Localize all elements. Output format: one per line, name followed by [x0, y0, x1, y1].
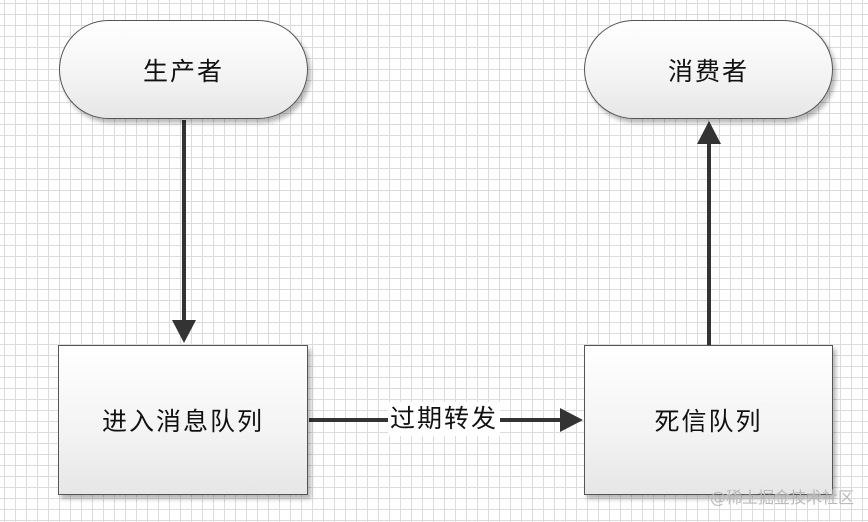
expire-forward-label: 过期转发 — [388, 402, 501, 436]
message-queue-node: 进入消息队列 — [58, 345, 308, 495]
arrow-head-up — [697, 121, 721, 144]
message-queue-label: 进入消息队列 — [101, 407, 264, 436]
consumer-label: 消费者 — [667, 56, 749, 86]
watermark: @稀土掘金技术社区 — [709, 488, 854, 507]
producer-node: 生产者 — [59, 20, 308, 119]
dead-letter-queue-label: 死信队列 — [654, 407, 763, 436]
arrow-head-down — [172, 320, 196, 343]
producer-label: 生产者 — [142, 56, 224, 86]
dead-letter-queue-node: 死信队列 — [584, 345, 833, 495]
arrow-head-right — [560, 408, 583, 432]
consumer-node: 消费者 — [584, 20, 833, 119]
